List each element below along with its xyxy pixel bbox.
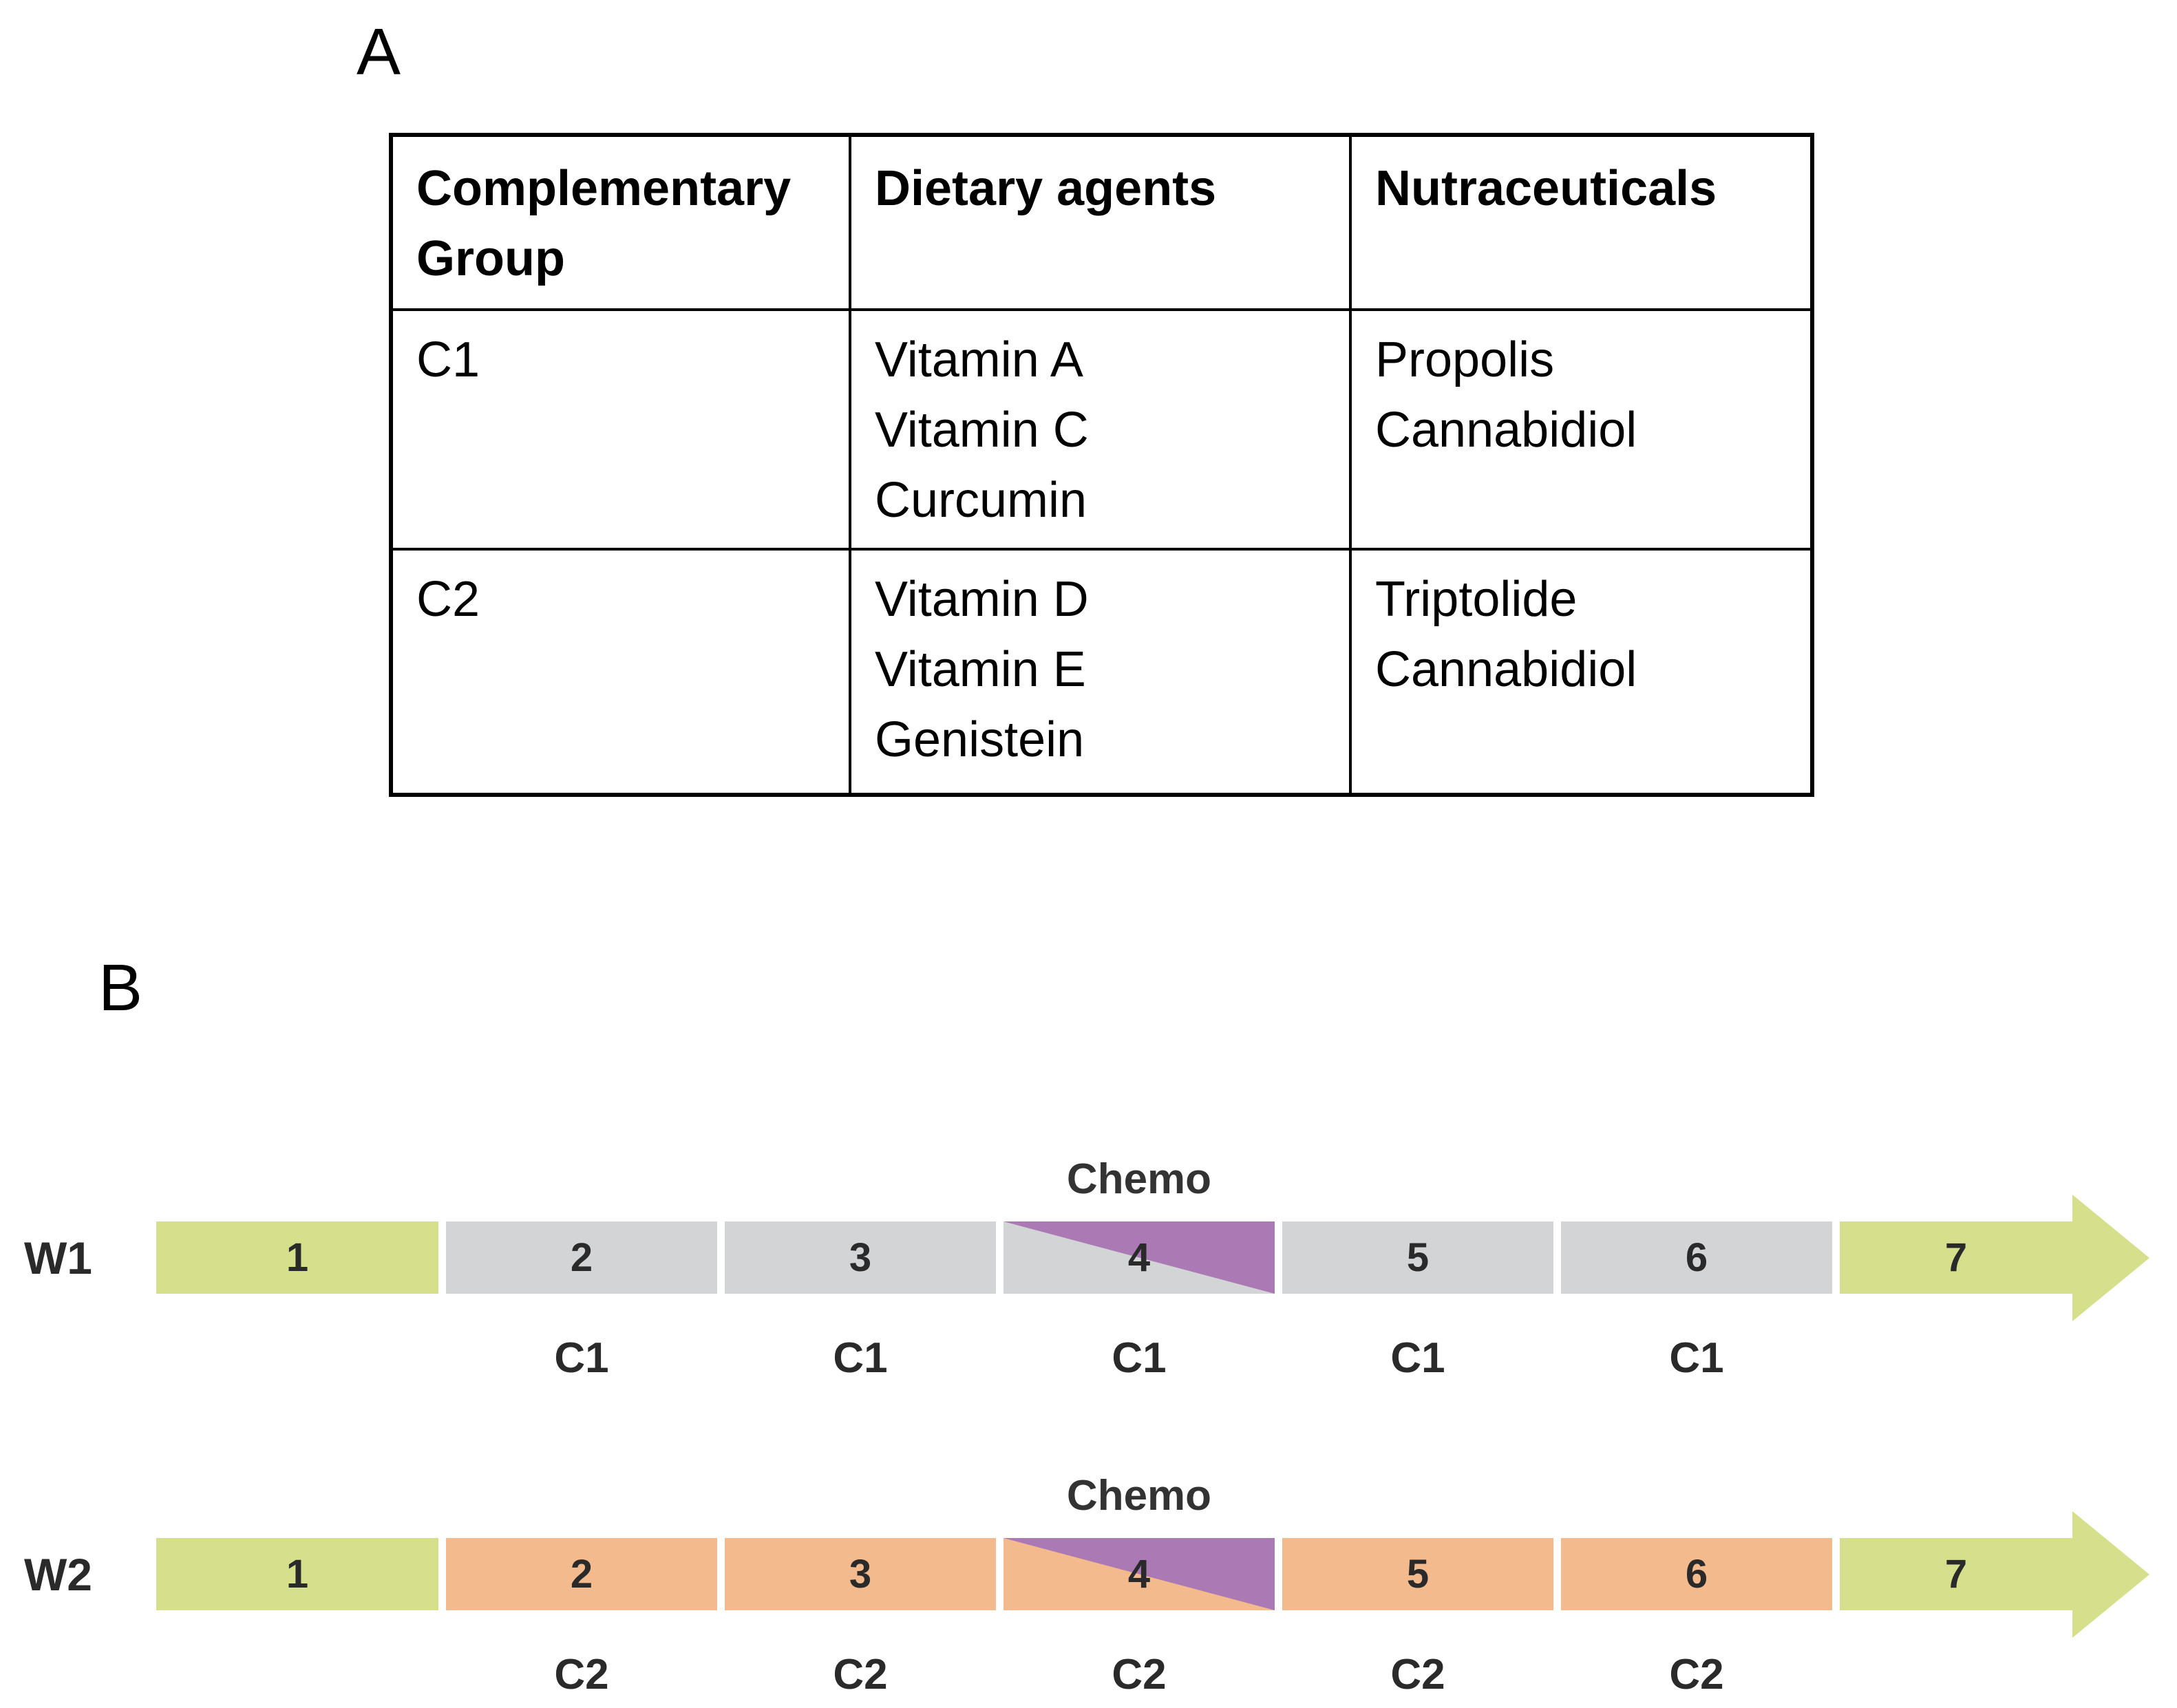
complement-label: C1 — [833, 1334, 888, 1382]
complement-label: C1 — [1390, 1334, 1445, 1382]
nutraceutical: Cannabidiol — [1375, 642, 1637, 697]
w1-week-2-segment: 2 C1 — [446, 1221, 717, 1382]
w2-week-7-segment: 7 — [1840, 1510, 2149, 1638]
nutraceutical: Cannabidiol — [1375, 403, 1637, 458]
week-number: 6 — [1685, 1235, 1708, 1280]
w2-week-4-segment: 4 Chemo C2 — [1003, 1472, 1275, 1698]
nutraceutical: Propolis — [1375, 332, 1555, 387]
week-number: 5 — [1406, 1235, 1430, 1280]
complement-label: C2 — [1112, 1651, 1167, 1698]
arrow-head-icon — [2072, 1194, 2149, 1321]
chemo-label: Chemo — [1066, 1155, 1212, 1203]
w1-week-4-segment: 4 Chemo C1 — [1003, 1155, 1275, 1382]
group-value: C1 — [416, 332, 480, 387]
table-row-c2: C2 Vitamin D Vitamin E Genistein Triptol… — [390, 548, 1814, 796]
complement-label: C2 — [833, 1651, 888, 1698]
arrow-head-icon — [2072, 1510, 2149, 1638]
timeline-w1: W1 1 2 C1 3 C1 4 Chemo C1 5 C1 6 C1 7 — [24, 1155, 2177, 1382]
w1-week-6-segment: 6 C1 — [1561, 1221, 1832, 1382]
week-number: 2 — [570, 1552, 593, 1597]
timeline-w2: W2 1 2 C2 3 C2 4 Chemo C2 5 C2 6 C2 7 — [24, 1472, 2177, 1698]
col-header-dietary-agents: Dietary agents — [849, 134, 1352, 311]
nutraceuticals-cell: Propolis Cannabidiol — [1349, 308, 1814, 551]
col-header-nutraceuticals: Nutraceuticals — [1349, 134, 1814, 311]
col-header-complementary-group: Complementary Group — [390, 134, 851, 311]
complement-label: C1 — [1112, 1334, 1167, 1382]
dietary-agent: Vitamin C — [875, 403, 1089, 458]
week-number: 3 — [849, 1235, 872, 1280]
panel-b-label: B — [98, 951, 143, 1025]
week-number: 1 — [286, 1552, 309, 1597]
nutraceutical: Triptolide — [1375, 572, 1578, 627]
week-number: 2 — [570, 1235, 593, 1280]
w2-week-1-segment: 1 — [156, 1538, 438, 1610]
dietary-agents-cell: Vitamin D Vitamin E Genistein — [849, 548, 1352, 796]
week-number: 7 — [1944, 1552, 1968, 1597]
w1-week-3-segment: 3 C1 — [725, 1221, 996, 1382]
week-number: 7 — [1944, 1235, 1968, 1280]
table-row-c1: C1 Vitamin A Vitamin C Curcumin Propolis… — [390, 308, 1814, 551]
dietary-agent: Genistein — [875, 712, 1085, 767]
complement-label: C2 — [554, 1651, 609, 1698]
timeline-w1-label: W1 — [24, 1232, 92, 1283]
w2-week-6-segment: 6 C2 — [1561, 1538, 1832, 1698]
nutraceuticals-cell: Triptolide Cannabidiol — [1349, 548, 1814, 796]
w1-week-7-segment: 7 — [1840, 1194, 2149, 1321]
dietary-agent: Curcumin — [875, 473, 1087, 528]
w2-week-5-segment: 5 C2 — [1282, 1538, 1553, 1698]
timeline-w2-label: W2 — [24, 1548, 92, 1600]
complementary-agents-table: Complementary Group Dietary agents Nutra… — [389, 133, 1814, 797]
week-number: 6 — [1685, 1552, 1708, 1597]
table-header-row: Complementary Group Dietary agents Nutra… — [390, 134, 1814, 311]
dietary-agents-cell: Vitamin A Vitamin C Curcumin — [849, 308, 1352, 551]
dietary-agent: Vitamin E — [875, 642, 1086, 697]
panel-a-label: A — [357, 15, 401, 89]
complement-label: C1 — [1669, 1334, 1724, 1382]
complement-label: C1 — [554, 1334, 609, 1382]
complement-label: C2 — [1669, 1651, 1724, 1698]
group-value: C2 — [416, 572, 480, 627]
dietary-agent: Vitamin A — [875, 332, 1083, 387]
w2-week-2-segment: 2 C2 — [446, 1538, 717, 1698]
group-cell: C2 — [390, 548, 851, 796]
week-number: 1 — [286, 1235, 309, 1280]
w1-week-5-segment: 5 C1 — [1282, 1221, 1553, 1382]
group-cell: C1 — [390, 308, 851, 551]
week-number: 5 — [1406, 1552, 1430, 1597]
week-number: 3 — [849, 1552, 872, 1597]
complement-label: C2 — [1390, 1651, 1445, 1698]
w2-week-3-segment: 3 C2 — [725, 1538, 996, 1698]
chemo-label: Chemo — [1066, 1472, 1212, 1519]
w1-week-1-segment: 1 — [156, 1221, 438, 1294]
week-number: 4 — [1127, 1552, 1151, 1597]
dietary-agent: Vitamin D — [875, 572, 1089, 627]
week-number: 4 — [1127, 1235, 1151, 1280]
